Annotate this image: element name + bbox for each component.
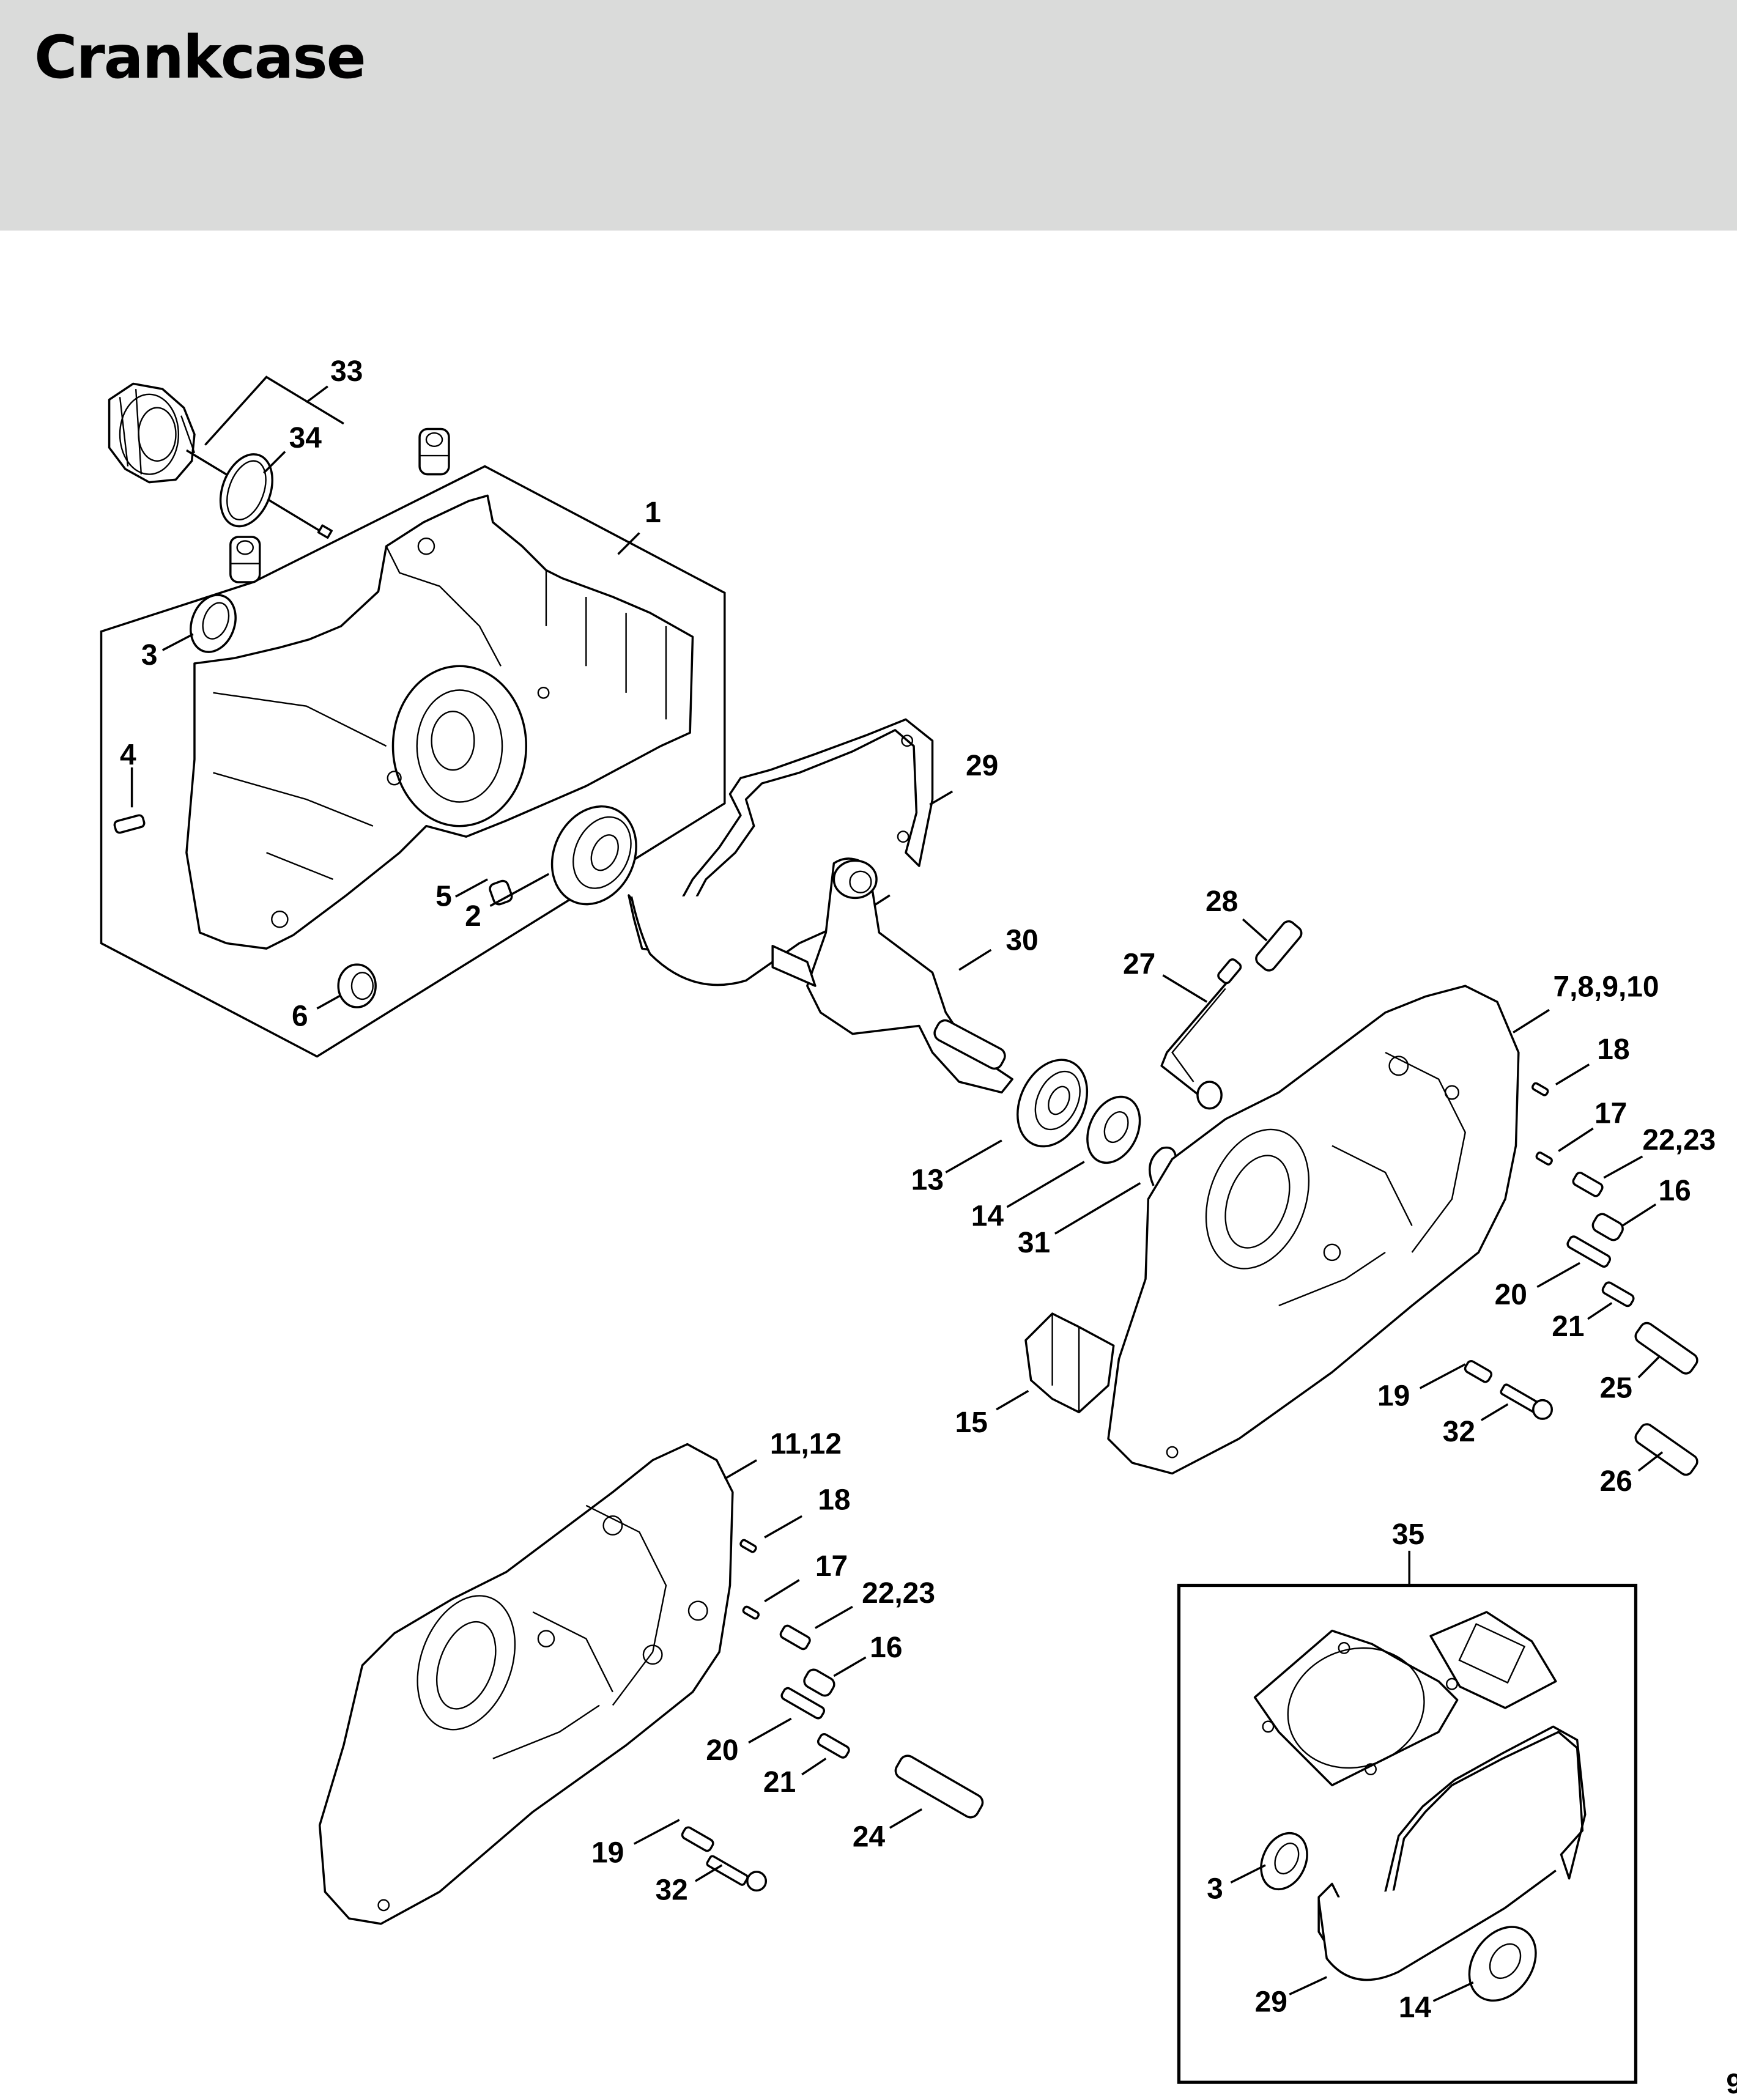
- callout-21[interactable]: 21: [1552, 1311, 1584, 1343]
- callout-16[interactable]: 16: [1659, 1175, 1691, 1207]
- callout-20[interactable]: 20: [706, 1734, 738, 1767]
- callout-34[interactable]: 34: [289, 422, 322, 454]
- callout-24[interactable]: 24: [853, 1821, 886, 1853]
- callout-7-8-9-10[interactable]: 7,8,9,10: [1553, 971, 1659, 1004]
- callout-29[interactable]: 29: [966, 750, 998, 782]
- callout-4[interactable]: 4: [120, 739, 136, 771]
- part-16-sleeve-a: [1591, 1203, 1657, 1241]
- callout-3[interactable]: 3: [1207, 1873, 1223, 1905]
- part-33-oil-pump: [108, 375, 344, 539]
- callout-13[interactable]: 13: [911, 1164, 944, 1196]
- part-24-stud: [889, 1754, 984, 1829]
- part-25-stud: [1634, 1322, 1698, 1378]
- callout-17[interactable]: 17: [815, 1550, 848, 1583]
- callout-18[interactable]: 18: [1597, 1033, 1629, 1066]
- part-21-pin-b: [801, 1732, 850, 1776]
- callout-11-12[interactable]: 11,12: [770, 1428, 842, 1460]
- part-20-pin-b: [748, 1687, 826, 1744]
- part-1-crankcase-half: [185, 494, 694, 950]
- callout-1[interactable]: 1: [645, 497, 661, 529]
- part-21-pin-a: [1587, 1281, 1635, 1320]
- part-35-gasket-set: [1177, 1550, 1638, 2084]
- page-title: Crankcase: [34, 23, 366, 92]
- callout-26[interactable]: 26: [1600, 1465, 1632, 1498]
- part-11-12-crankcase-half: [318, 1443, 757, 1925]
- anti-vibration-plug-upper: [418, 427, 450, 476]
- part-5-sleeve: [455, 878, 513, 906]
- header-band: Crankcase: [0, 0, 1737, 231]
- callout-19[interactable]: 19: [591, 1837, 624, 1869]
- callout-15[interactable]: 15: [955, 1407, 988, 1439]
- callout-16[interactable]: 16: [870, 1632, 902, 1664]
- callout-3[interactable]: 3: [141, 639, 158, 671]
- crankcase-group-outline: [100, 465, 726, 1058]
- callout-17[interactable]: 17: [1594, 1098, 1627, 1130]
- callout-18[interactable]: 18: [818, 1484, 850, 1516]
- part-32-screw-b: [694, 1855, 768, 1892]
- part-29-gasket: [628, 718, 954, 986]
- callout-14[interactable]: 14: [1399, 1991, 1432, 2024]
- part-3-oil-seal: [161, 594, 237, 653]
- part-27-oil-line: [1160, 958, 1242, 1110]
- callout-20[interactable]: 20: [1495, 1279, 1527, 1311]
- callout-25[interactable]: 25: [1600, 1372, 1632, 1404]
- part-19-pin-a: [1419, 1359, 1493, 1389]
- callout-27[interactable]: 27: [1123, 948, 1155, 981]
- part-22-23-pin-b: [779, 1605, 853, 1651]
- part-13-ball-bearing: [945, 1059, 1089, 1174]
- part-15-av-element: [996, 1312, 1115, 1414]
- part-18-screw-a: [1531, 1063, 1590, 1096]
- page-number: 9: [1726, 2068, 1737, 2099]
- callout-2[interactable]: 2: [465, 900, 481, 933]
- callout-21[interactable]: 21: [763, 1766, 796, 1799]
- callout-35[interactable]: 35: [1392, 1518, 1424, 1551]
- part-30-crankshaft: [771, 857, 1013, 1094]
- part-14-oil-seal: [1006, 1095, 1141, 1208]
- callout-14[interactable]: 14: [971, 1200, 1004, 1232]
- part-2-ball-bearing: [489, 805, 637, 907]
- part-16-sleeve-b: [803, 1656, 867, 1697]
- callout-19[interactable]: 19: [1377, 1380, 1410, 1412]
- callout-6[interactable]: 6: [292, 1000, 308, 1032]
- part-17-screw-b: [742, 1579, 800, 1620]
- part-6-plug: [316, 963, 377, 1010]
- part-17-screw-a: [1535, 1127, 1594, 1166]
- part-26-stud: [1634, 1423, 1698, 1476]
- callout-31[interactable]: 31: [1018, 1227, 1050, 1259]
- callout-32[interactable]: 32: [1443, 1416, 1475, 1448]
- anti-vibration-plug-lower: [229, 536, 261, 583]
- callout-32[interactable]: 32: [656, 1874, 688, 1907]
- callout-22-23[interactable]: 22,23: [862, 1577, 935, 1610]
- callout-33[interactable]: 33: [330, 355, 363, 388]
- part-32-screw-a: [1480, 1383, 1554, 1421]
- callout-22-23[interactable]: 22,23: [1642, 1124, 1716, 1156]
- part-28-fitting: [1242, 918, 1303, 972]
- part-20-pin-a: [1536, 1235, 1612, 1288]
- part-34-o-ring: [219, 451, 286, 528]
- callout-29[interactable]: 29: [1255, 1986, 1287, 2019]
- callout-5[interactable]: 5: [435, 880, 452, 912]
- part-19-pin-b: [633, 1819, 714, 1852]
- callout-28[interactable]: 28: [1206, 885, 1238, 918]
- part-4-fitting: [113, 767, 146, 834]
- callout-30[interactable]: 30: [1006, 924, 1038, 956]
- part-7-10-crankcase-half: [1107, 985, 1550, 1475]
- part-18-screw-b: [739, 1515, 802, 1553]
- part-22-23-pin-a: [1572, 1155, 1643, 1197]
